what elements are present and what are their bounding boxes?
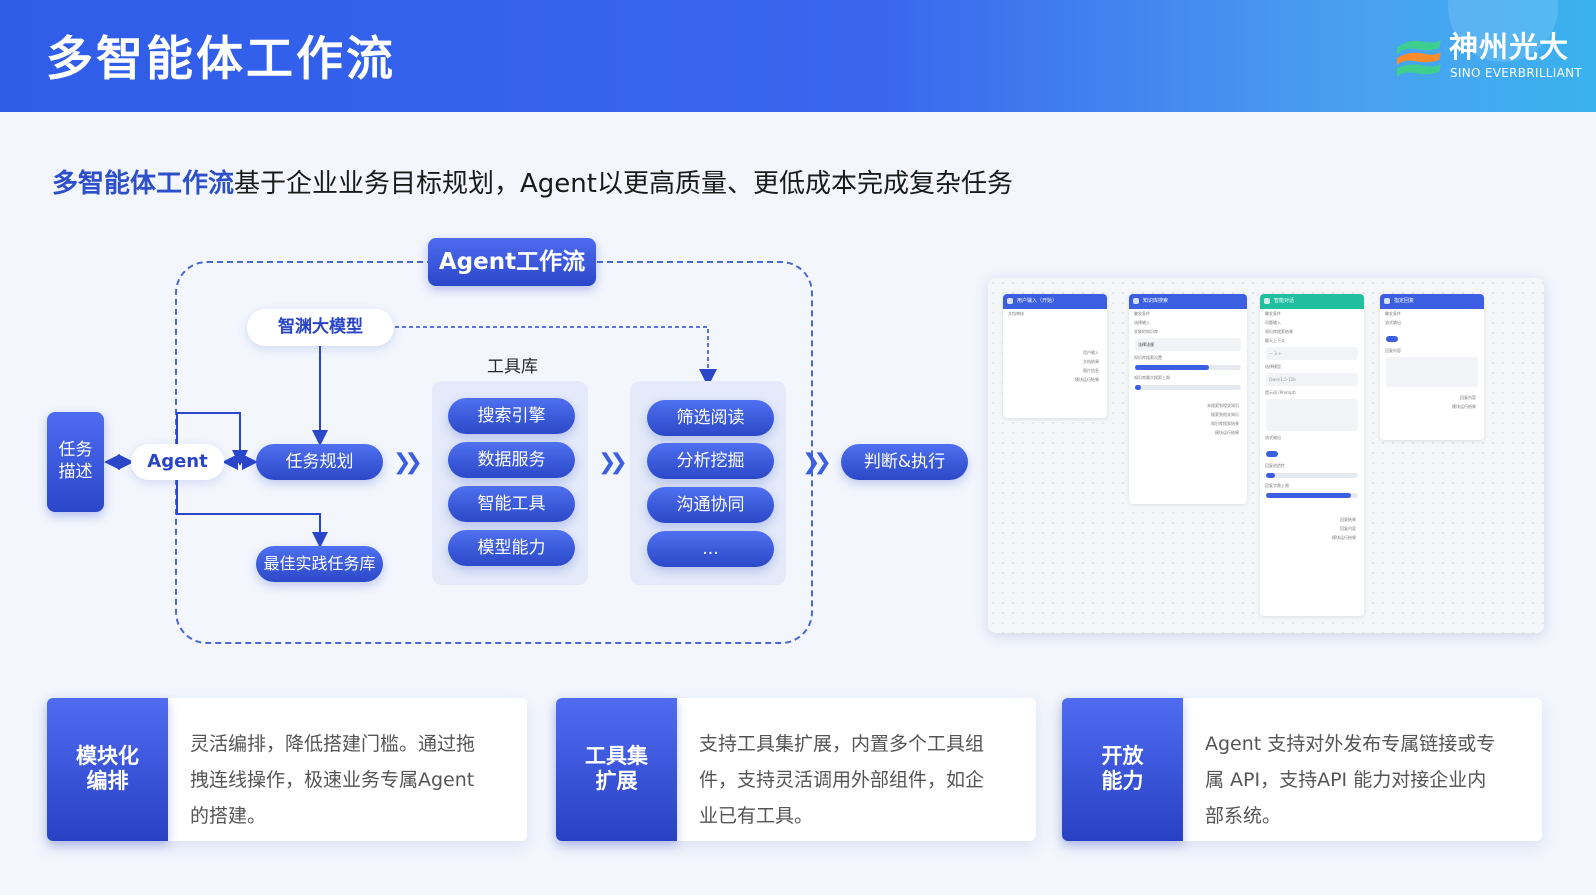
flow-arrow-1-icon: ❯❯ [393,450,423,475]
editor-node-knowledge-search[interactable]: 知识库搜索 触发条件 选择输入 关联的知识库 法律法规 知识库搜索设置 知识库最… [1129,294,1247,504]
tool-filter-read: 筛选阅读 [647,400,774,436]
task-description-node: 任务 描述 [47,412,104,512]
tool-library-label: 工具库 [487,357,538,377]
subtitle: 多智能体工作流基于企业业务目标规划，Agent以更高质量、更低成本完成复杂任务 [52,164,1013,204]
header-bar: 多智能体工作流 神州光大 SINO EVERBRILLIANT [0,0,1596,112]
editor-node-reply[interactable]: 指定回复 触发条件 流式输出 回复内容 回复内容 模块运行结果 [1380,294,1484,440]
editor-node-chat[interactable]: 智能对话 触发条件 问题输入 知识库搜索结果 聊天上下文 — 3 + 选择模型 … [1260,294,1364,616]
feature-tag-open: 开放 能力 [1062,698,1183,841]
execute-node: 判断&执行 [841,444,968,480]
tool-more: ... [647,531,774,567]
logo-mark-icon [1397,40,1441,77]
reply-stream-toggle[interactable] [1386,336,1398,342]
workflow-editor-screenshot: 用户输入（开始） 文档审核 用户输入 文档结果 图片信息 模块运行结果 知识库搜… [988,278,1544,633]
editor-node-start[interactable]: 用户输入（开始） 文档审核 用户输入 文档结果 图片信息 模块运行结果 [1003,294,1107,418]
page-title: 多智能体工作流 [46,32,396,87]
tool-data-service: 数据服务 [448,442,575,478]
model-node: 智渊大模型 [247,309,394,346]
feature-tag-toolset: 工具集 扩展 [556,698,677,841]
task-line-1: 任务 [58,440,93,460]
agent-node: Agent [131,444,224,480]
subtitle-highlight: 多智能体工作流 [52,169,235,199]
best-practice-node: 最佳实践任务库 [256,546,383,582]
tool-collaboration: 沟通协同 [647,487,774,523]
feature-text-open: Agent 支持对外发布专属链接或专 属 API，支持API 能力对接企业内 部… [1205,733,1496,827]
task-planning-node: 任务规划 [256,444,383,480]
feature-card-modular: 模块化 编排 灵活编排，降低搭建门槛。通过拖 拽连线操作，极速业务专属Agent… [47,698,527,841]
agent-workflow-badge: Agent工作流 [428,238,596,286]
feature-card-open: 开放 能力 Agent 支持对外发布专属链接或专 属 API，支持API 能力对… [1062,698,1542,841]
tool-analysis: 分析挖掘 [647,443,774,479]
flow-arrow-2-icon: ❯❯ [598,450,628,475]
logo-text-en: SINO EVERBRILLIANT [1450,66,1583,80]
subtitle-rest: 基于企业业务目标规划，Agent以更高质量、更低成本完成复杂任务 [234,169,1013,199]
feature-text-toolset: 支持工具集扩展，内置多个工具组 件，支持灵活调用外部组件，如企 业已有工具。 [699,733,985,827]
feature-card-toolset: 工具集 扩展 支持工具集扩展，内置多个工具组 件，支持灵活调用外部组件，如企 业… [556,698,1036,841]
task-line-2: 描述 [58,462,93,482]
stream-toggle[interactable] [1266,451,1278,457]
tool-model-capability: 模型能力 [448,530,575,566]
tool-search: 搜索引擎 [448,398,575,434]
tool-smart-tools: 智能工具 [448,486,575,522]
feature-text-modular: 灵活编排，降低搭建门槛。通过拖 拽连线操作，极速业务专属Agent 的搭建。 [190,733,476,827]
feature-tag-modular: 模块化 编排 [47,698,168,841]
flow-arrow-3-icon: ❯❯ [802,450,832,475]
